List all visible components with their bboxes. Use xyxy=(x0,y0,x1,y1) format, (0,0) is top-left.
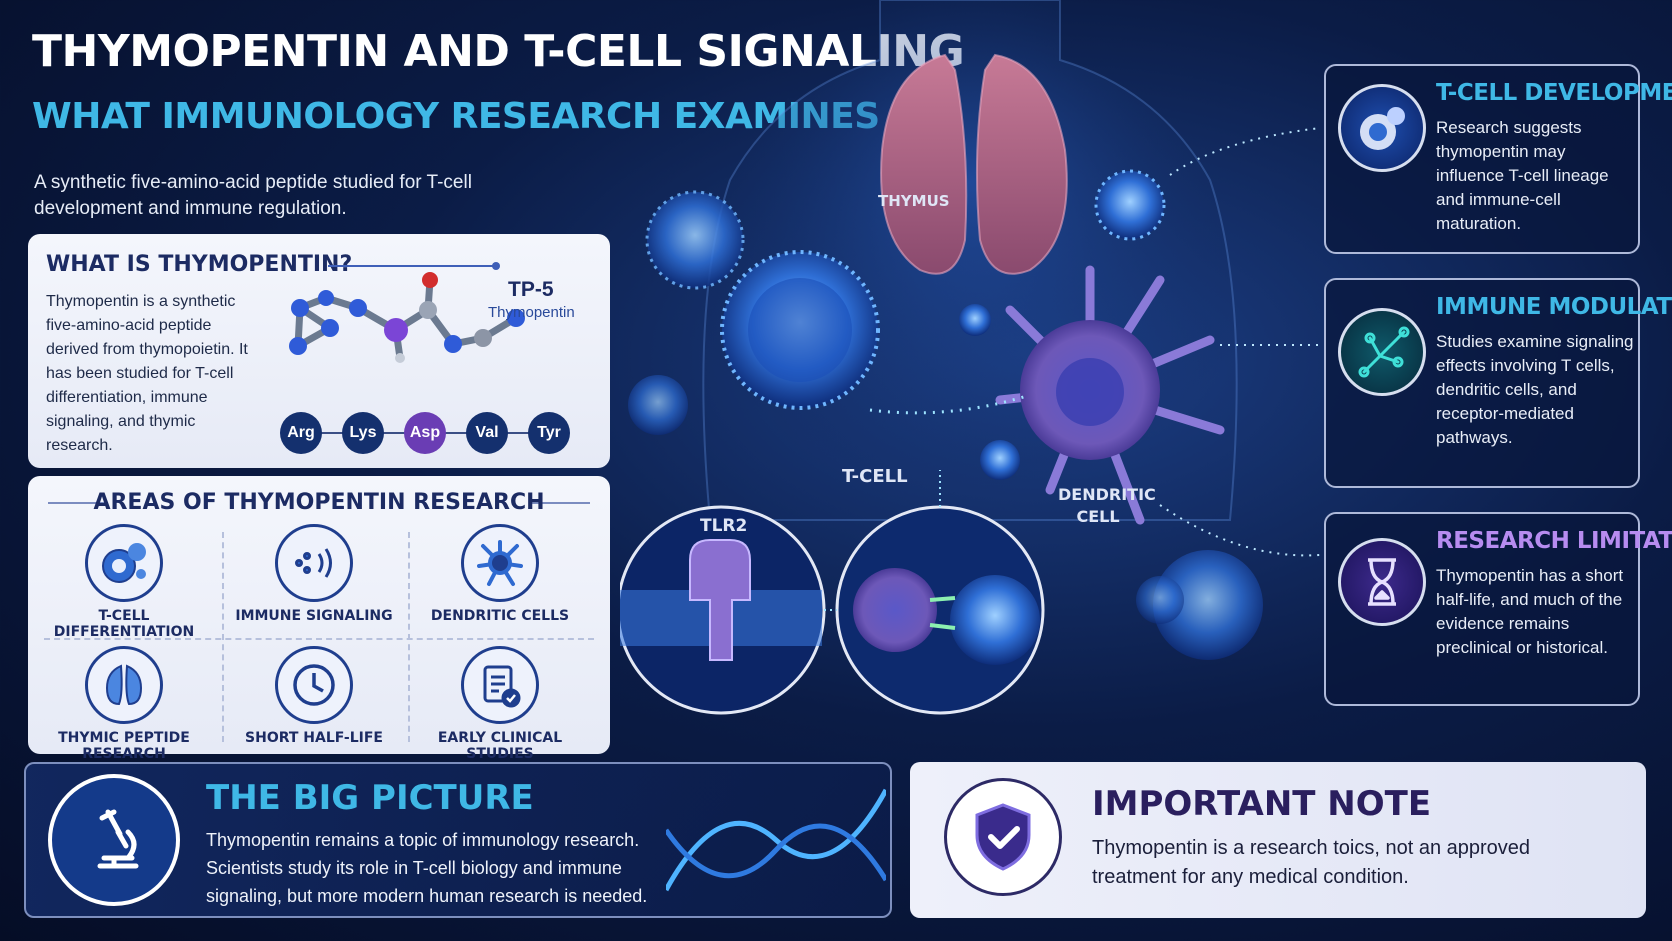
shield-check-icon xyxy=(944,778,1062,896)
card-title: IMMUNE MODULATION xyxy=(1436,294,1672,320)
areas-card: AREAS OF THYMOPENTIN RESEARCH T-CELL DIF… xyxy=(28,476,610,762)
card-title: T-CELL DEVELOPMENT xyxy=(1436,80,1672,106)
dna-icon xyxy=(666,788,886,892)
note-body: Thymopentin is a research toics, not an … xyxy=(1092,837,1531,888)
page-subtitle: WHAT IMMUNOLOGY RESEARCH EXAMINES xyxy=(32,96,880,137)
amino-acid-sequence: Arg Lys Asp Val Tyr xyxy=(280,412,600,454)
thymus-organ xyxy=(880,53,1068,275)
what-is-card: WHAT IS THYMOPENTIN? Thymopentin is a sy… xyxy=(28,234,610,468)
big-picture-body: Thymopentin remains a topic of immunolog… xyxy=(206,830,648,906)
thymus-label: THYMUS xyxy=(878,192,950,210)
heading-rule xyxy=(328,262,500,270)
area-tcell-differentiation: T-CELL DIFFERENTIATION xyxy=(34,524,214,640)
amino-acid: Lys xyxy=(342,412,384,454)
note-title: IMPORTANT NOTE xyxy=(1092,784,1432,824)
amino-acid: Asp xyxy=(404,412,446,454)
thymus-icon xyxy=(85,646,163,724)
signal-waves-icon xyxy=(275,524,353,602)
immune-illustration xyxy=(620,0,1320,715)
molecule-sub: Thymopentin xyxy=(488,304,575,321)
cells-icon xyxy=(85,524,163,602)
amino-acid: Val xyxy=(466,412,508,454)
area-early-clinical-studies: EARLY CLINICAL STUDIES xyxy=(410,646,590,762)
network-icon xyxy=(1338,308,1426,396)
area-dendritic-cells: DENDRITIC CELLS xyxy=(410,524,590,624)
tcell-label: T-CELL xyxy=(842,466,908,487)
areas-heading: AREAS OF THYMOPENTIN RESEARCH xyxy=(93,490,545,515)
card-body: Thymopentin has a short half-life, and m… xyxy=(1436,566,1624,657)
clipboard-check-icon xyxy=(461,646,539,724)
intro-text: A synthetic five-amino-acid peptide stud… xyxy=(34,172,472,219)
card-title: RESEARCH LIMITATION xyxy=(1436,528,1672,554)
what-heading: WHAT IS THYMOPENTIN? xyxy=(46,252,353,277)
amino-acid: Arg xyxy=(280,412,322,454)
area-immune-signaling: IMMUNE SIGNALING xyxy=(224,524,404,624)
hourglass-icon xyxy=(1338,538,1426,626)
what-body: Thymopentin is a synthetic five-amino-ac… xyxy=(46,293,248,454)
molecule-icon xyxy=(289,272,525,363)
card-immune-modulation: IMMUNE MODULATION Studies examine signal… xyxy=(1324,278,1672,488)
clock-icon xyxy=(275,646,353,724)
card-research-limitation: RESEARCH LIMITATION Thymopentin has a sh… xyxy=(1324,512,1672,706)
cells-icon xyxy=(1338,84,1426,172)
big-picture-card: THE BIG PICTURE Thymopentin remains a to… xyxy=(24,762,892,918)
page-title: THYMOPENTIN AND T-CELL SIGNALING xyxy=(32,26,965,77)
tlr2-label: TLR2 xyxy=(700,516,748,536)
amino-acid: Tyr xyxy=(528,412,570,454)
big-picture-title: THE BIG PICTURE xyxy=(206,778,534,818)
area-short-half-life: SHORT HALF-LIFE xyxy=(224,646,404,746)
card-body: Studies examine signaling effects involv… xyxy=(1436,332,1634,447)
card-body: Research suggests thymopentin may influe… xyxy=(1436,118,1609,233)
microscope-icon xyxy=(48,774,180,906)
area-thymic-peptide-research: THYMIC PEPTIDE RESEARCH xyxy=(34,646,214,762)
card-tcell-development: T-CELL DEVELOPMENT Research suggests thy… xyxy=(1324,64,1672,254)
dendritic-label: DENDRITIC CELL xyxy=(1058,485,1156,526)
t-cell xyxy=(720,250,880,410)
dendritic-cell-icon xyxy=(461,524,539,602)
molecule-label: TP-5 xyxy=(508,278,554,301)
synapse-inset xyxy=(835,505,1045,715)
tlr2-receptor-inset xyxy=(620,505,826,715)
important-note-card: IMPORTANT NOTE Thymopentin is a research… xyxy=(910,762,1646,918)
